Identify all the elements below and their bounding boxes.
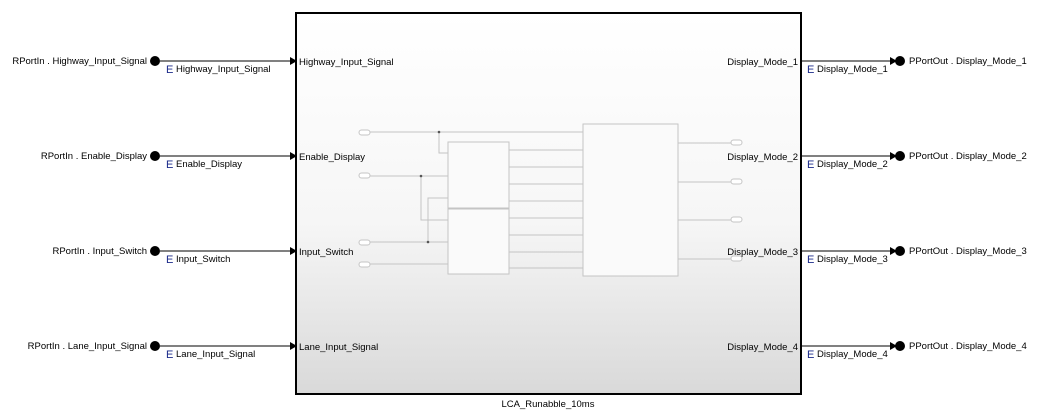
output-row: PPortOut . Display_Mode_4 E Display_Mode… <box>801 341 1027 361</box>
signal-name[interactable]: Display_Mode_4 <box>817 349 888 360</box>
subsystem-inport-label: Enable_Display <box>299 152 365 163</box>
outport-block[interactable] <box>895 246 905 256</box>
signal-resolve-icon: E <box>166 64 173 76</box>
signal-name[interactable]: Lane_Input_Signal <box>176 349 255 360</box>
outport-block[interactable] <box>895 341 905 351</box>
output-row: PPortOut . Display_Mode_3 E Display_Mode… <box>801 246 1027 266</box>
signal-resolve-icon: E <box>807 349 814 361</box>
arrow-icon <box>290 152 297 160</box>
outport-block[interactable] <box>895 56 905 66</box>
outport-name: PPortOut . Display_Mode_1 <box>909 56 1027 67</box>
subsystem-name: LCA_Runabble_10ms <box>502 399 595 410</box>
arrow-icon <box>890 342 897 350</box>
inport-name: RPortIn . Lane_Input_Signal <box>28 341 147 352</box>
arrow-icon <box>290 247 297 255</box>
signal-name[interactable]: Highway_Input_Signal <box>176 64 271 75</box>
arrow-icon <box>290 342 297 350</box>
subsystem-outport-label: Display_Mode_3 <box>727 247 798 258</box>
input-row: RPortIn . Enable_Display E Enable_Displa… <box>41 151 297 171</box>
signal-resolve-icon: E <box>807 64 814 76</box>
inport-block[interactable] <box>150 56 160 66</box>
inport-block[interactable] <box>150 341 160 351</box>
preview-junctions <box>419 130 441 244</box>
subsystem-preview <box>358 123 743 277</box>
input-row: RPortIn . Input_Switch E Input_Switch <box>52 246 297 266</box>
subsystem-block[interactable] <box>295 12 802 395</box>
subsystem-inport-label: Input_Switch <box>299 247 353 258</box>
signal-resolve-icon: E <box>166 254 173 266</box>
inport-name: RPortIn . Highway_Input_Signal <box>12 56 147 67</box>
input-row: RPortIn . Lane_Input_Signal E Lane_Input… <box>28 341 297 361</box>
subsystem-outport-label: Display_Mode_1 <box>727 57 798 68</box>
signal-resolve-icon: E <box>807 159 814 171</box>
subsystem-inport-label: Highway_Input_Signal <box>299 57 394 68</box>
signal-name[interactable]: Enable_Display <box>176 159 242 170</box>
subsystem-outport-label: Display_Mode_2 <box>727 152 798 163</box>
signal-resolve-icon: E <box>166 349 173 361</box>
signal-name[interactable]: Display_Mode_3 <box>817 254 888 265</box>
inport-name: RPortIn . Enable_Display <box>41 151 147 162</box>
inport-block[interactable] <box>150 151 160 161</box>
inport-name: RPortIn . Input_Switch <box>52 246 147 257</box>
outport-name: PPortOut . Display_Mode_2 <box>909 151 1027 162</box>
arrow-icon <box>890 57 897 65</box>
signal-name[interactable]: Input_Switch <box>176 254 230 265</box>
signal-name[interactable]: Display_Mode_1 <box>817 64 888 75</box>
subsystem-inport-label: Lane_Input_Signal <box>299 342 378 353</box>
outport-block[interactable] <box>895 151 905 161</box>
arrow-icon <box>890 152 897 160</box>
outport-name: PPortOut . Display_Mode_4 <box>909 341 1027 352</box>
inport-block[interactable] <box>150 246 160 256</box>
signal-resolve-icon: E <box>166 159 173 171</box>
arrow-icon <box>890 247 897 255</box>
output-row: PPortOut . Display_Mode_1 E Display_Mode… <box>801 56 1027 76</box>
signal-resolve-icon: E <box>807 254 814 266</box>
subsystem-outport-label: Display_Mode_4 <box>727 342 798 353</box>
signal-name[interactable]: Display_Mode_2 <box>817 159 888 170</box>
arrow-icon <box>290 57 297 65</box>
output-row: PPortOut . Display_Mode_2 E Display_Mode… <box>801 151 1027 171</box>
outport-name: PPortOut . Display_Mode_3 <box>909 246 1027 257</box>
input-row: RPortIn . Highway_Input_Signal E Highway… <box>12 56 297 76</box>
